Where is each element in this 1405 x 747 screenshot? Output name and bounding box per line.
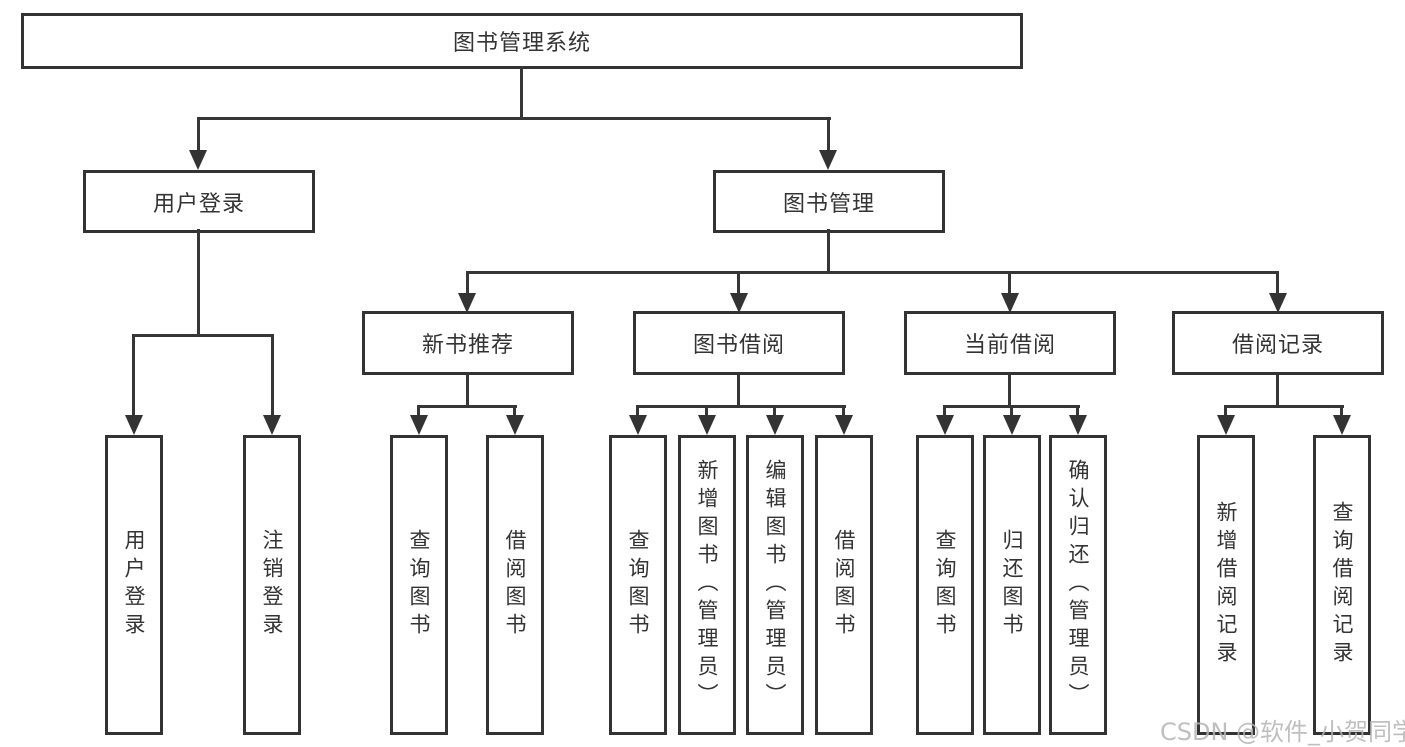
arrowhead [766,415,784,435]
leaf-label: 查询图书 [626,529,650,641]
node-label: 图书管理 [782,191,875,217]
leaf-label: 新增图书（管理员） [695,459,719,711]
arrowhead [629,415,647,435]
connector-drop [271,334,274,417]
connector-drop [466,271,469,295]
connector-user-login-branch [132,334,274,337]
connector-drop [737,271,740,295]
leaf-label: 编辑图书（管理员） [763,459,787,711]
node-label: 图书管理系统 [452,31,591,56]
leaf-label: 借阅图书 [503,529,527,641]
connector-trunk [466,372,469,407]
connector-branch [1224,405,1344,408]
arrowhead [125,415,143,435]
arrowhead [506,415,524,435]
connector-drop [943,405,946,418]
node-label: 当前借阅 [963,333,1056,358]
arrowhead [835,415,853,435]
leaf-return-books: 归还图书 [983,435,1041,735]
connector-drop [1276,271,1279,295]
arrowhead [936,415,954,435]
leaf-label: 新增借阅记录 [1214,501,1238,669]
connector-branch [417,405,517,408]
leaf-borrow-books: 借阅图书 [486,435,544,735]
node-book-borrowing: 图书借阅 [633,311,845,375]
arrowhead [1269,293,1287,313]
connector-drop [513,405,516,418]
leaf-label: 归还图书 [1000,529,1024,641]
leaf-query-borrow-record: 查询借阅记录 [1313,435,1371,735]
connector-drop [1076,405,1079,418]
connector-trunk [737,372,740,407]
leaf-query-books: 查询图书 [390,435,448,735]
connector-drop [1224,405,1227,418]
node-current-borrowing: 当前借阅 [904,311,1116,375]
arrowhead [1003,415,1021,435]
leaf-add-books-admin: 新增图书（管理员） [678,435,736,735]
node-new-book-recommendation: 新书推荐 [362,311,574,375]
connector-drop [827,117,830,152]
connector-book-management-branch [466,271,1279,274]
connector-trunk [1276,372,1279,407]
connector-drop [132,334,135,417]
node-book-management: 图书管理 [713,170,945,233]
connector-branch [636,405,846,408]
leaf-confirm-return-admin: 确认归还（管理员） [1049,435,1107,735]
connector-drop [197,117,200,152]
arrowhead [189,150,207,170]
leaf-label: 借阅图书 [832,529,856,641]
leaf-query-books: 查询图书 [609,435,667,735]
arrowhead [1217,415,1235,435]
node-borrowing-records: 借阅记录 [1172,311,1384,375]
connector-drop [773,405,776,418]
node-label: 图书借阅 [692,333,785,358]
connector-drop [417,405,420,418]
arrowhead [819,150,837,170]
leaf-label: 用户登录 [122,529,146,641]
node-library-management-system: 图书管理系统 [21,13,1023,69]
arrowhead [1069,415,1087,435]
connector-trunk [1008,372,1011,407]
connector-user-login-trunk [197,229,200,336]
connector-book-management-trunk [827,229,830,274]
leaf-query-books: 查询图书 [916,435,974,735]
connector-drop [1340,405,1343,418]
node-user-login: 用户登录 [83,170,315,233]
leaf-add-borrow-record: 新增借阅记录 [1197,435,1255,735]
leaf-logout: 注销登录 [243,435,301,735]
node-label: 用户登录 [152,191,245,217]
connector-root-trunk [520,66,523,119]
leaf-label: 查询借阅记录 [1330,501,1354,669]
leaf-label: 查询图书 [407,529,431,641]
csdn-watermark: CSDN @软件_小贺同学 [1160,718,1405,746]
connector-root-branch [197,117,831,120]
arrowhead [458,293,476,313]
connector-drop [636,405,639,418]
connector-drop [1010,405,1013,418]
arrowhead [263,415,281,435]
arrowhead [1001,293,1019,313]
connector-drop [705,405,708,418]
leaf-label: 查询图书 [933,529,957,641]
connector-drop [842,405,845,418]
leaf-label: 确认归还（管理员） [1066,459,1090,711]
arrowhead [1333,415,1351,435]
connector-drop [1008,271,1011,295]
arrowhead [410,415,428,435]
arrowhead [698,415,716,435]
node-label: 新书推荐 [421,333,514,358]
leaf-label: 注销登录 [260,529,284,641]
leaf-edit-books-admin: 编辑图书（管理员） [746,435,804,735]
arrowhead [730,293,748,313]
node-label: 借阅记录 [1231,333,1324,358]
leaf-borrow-books: 借阅图书 [815,435,873,735]
leaf-user-login: 用户登录 [105,435,163,735]
